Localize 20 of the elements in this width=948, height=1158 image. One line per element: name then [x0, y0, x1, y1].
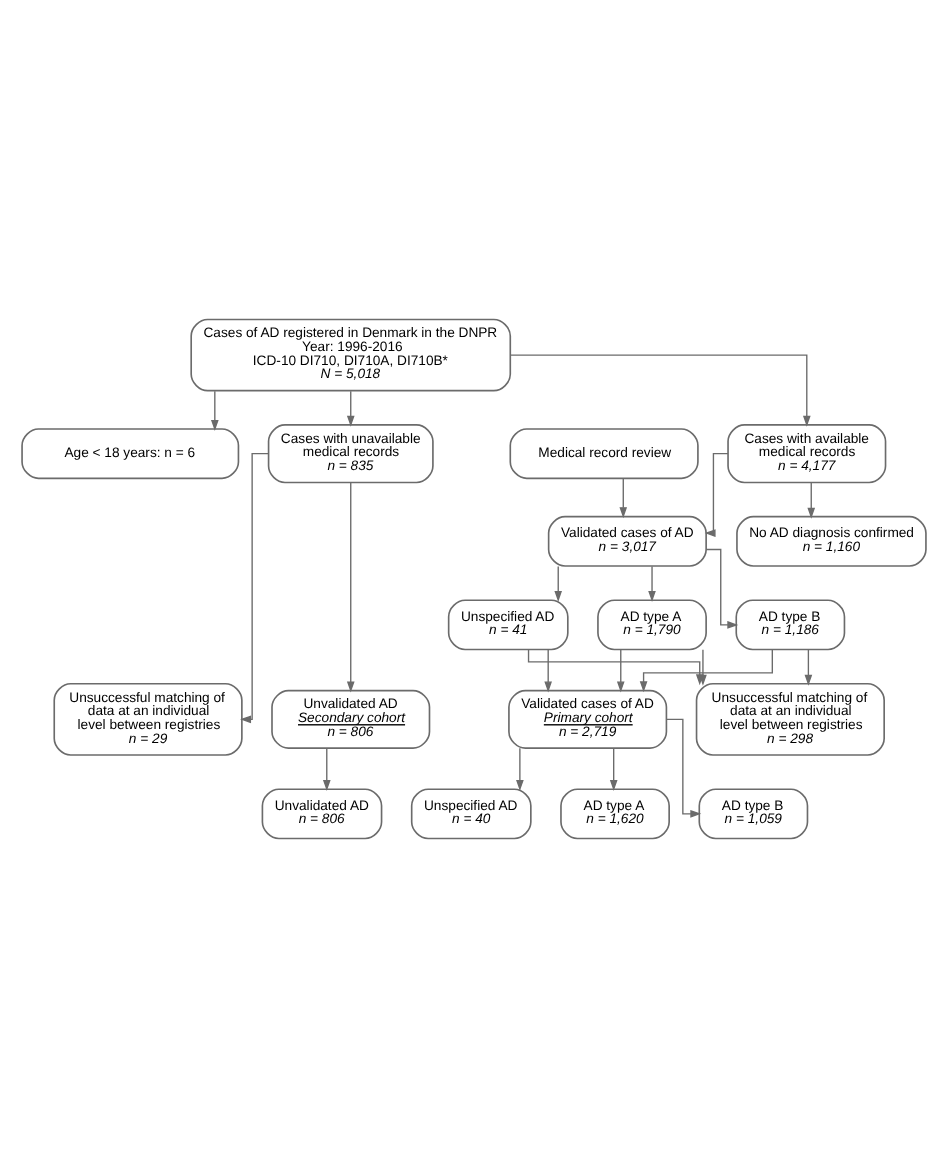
arrow [240, 453, 270, 724]
arrow [704, 453, 729, 537]
arrow [554, 565, 563, 602]
arrow [516, 747, 524, 792]
arrow [510, 354, 811, 427]
arrow [804, 649, 813, 686]
arrow [619, 477, 628, 519]
arrow [609, 747, 618, 792]
arrow [705, 548, 739, 629]
arrow [322, 747, 331, 792]
arrow [648, 565, 656, 602]
arrow [544, 649, 553, 693]
arrow [616, 649, 625, 693]
arrow [807, 482, 816, 519]
arrow [210, 390, 219, 431]
arrow [346, 390, 355, 427]
arrow [527, 649, 704, 686]
arrow [639, 649, 773, 693]
arrow [346, 481, 355, 693]
arrow [666, 718, 702, 818]
